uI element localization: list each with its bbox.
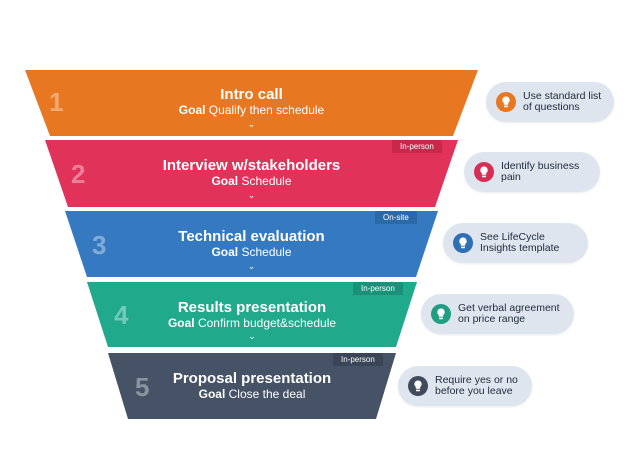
stage-2-goal: Goal Schedule xyxy=(45,174,458,188)
stage-4-goal-text: Confirm budget&schedule xyxy=(197,316,337,330)
stage-3-goal-text: Schedule xyxy=(241,245,292,259)
lightbulb-icon xyxy=(431,304,451,324)
tip-3-text: See LifeCycle Insights template xyxy=(480,231,560,254)
stage-1-chevron-down-icon[interactable]: ⌄ xyxy=(247,119,256,129)
stage-5-badge: In-person xyxy=(333,353,383,366)
lightbulb-icon xyxy=(408,376,428,396)
stage-1-goal: Goal Qualify then schedule xyxy=(25,103,478,117)
stage-2-badge: In-person xyxy=(392,140,442,153)
stage-1-number: 1 xyxy=(49,87,64,117)
stage-4-badge: In-person xyxy=(353,282,403,295)
stage-2-goal-label: Goal xyxy=(211,174,239,188)
tip-5-text: Require yes or no before you leave xyxy=(435,374,518,397)
stage-3-goal-label: Goal xyxy=(211,245,239,259)
stage-5-number: 5 xyxy=(135,372,150,402)
stage-2-goal-text: Schedule xyxy=(241,174,292,188)
stage-5-shape xyxy=(108,353,396,419)
tip-2[interactable]: Identify business pain xyxy=(464,152,600,192)
tip-3[interactable]: See LifeCycle Insights template xyxy=(443,223,588,263)
lightbulb-icon xyxy=(496,92,516,112)
funnel-stage-2: In-person 2 Interview w/stakeholders Goa… xyxy=(45,140,458,207)
stage-3-goal: Goal Schedule xyxy=(65,245,438,259)
tip-2-text: Identify business pain xyxy=(501,160,580,183)
stage-2-shape xyxy=(45,140,458,207)
stage-5-goal: Goal Close the deal xyxy=(108,387,396,401)
funnel-stage-5: In-person 5 Proposal presentation Goal C… xyxy=(108,353,396,419)
stage-4-shape xyxy=(87,282,417,347)
stage-3-number: 3 xyxy=(92,230,107,260)
stage-3-title: Technical evaluation xyxy=(178,228,325,245)
stage-1-title: Intro call xyxy=(220,86,283,103)
stage-2-title: Interview w/stakeholders xyxy=(162,157,341,174)
lightbulb-icon xyxy=(474,162,494,182)
funnel-stage-4: In-person 4 Results presentation Goal Co… xyxy=(87,282,417,347)
funnel-stage-3: On-site 3 Technical evaluation Goal Sche… xyxy=(65,211,438,277)
tip-4-text: Get verbal agreement on price range xyxy=(458,302,560,325)
stage-3-shape xyxy=(65,211,438,277)
stage-1-goal-text: Qualify then schedule xyxy=(208,103,325,117)
stage-5-goal-text: Close the deal xyxy=(228,387,306,401)
stage-2-number: 2 xyxy=(71,159,86,189)
stage-4-goal-label: Goal xyxy=(167,316,195,330)
stage-1-shape xyxy=(25,70,478,136)
stage-4-title: Results presentation xyxy=(177,299,327,316)
tip-5[interactable]: Require yes or no before you leave xyxy=(398,366,532,406)
stage-4-goal: Goal Confirm budget&schedule xyxy=(87,316,417,330)
stage-4-chevron-down-icon[interactable]: ⌄ xyxy=(248,331,256,341)
stage-3-chevron-down-icon[interactable]: ⌄ xyxy=(247,261,256,271)
stage-5-title: Proposal presentation xyxy=(172,370,332,387)
stage-2-chevron-down-icon[interactable]: ⌄ xyxy=(247,190,256,200)
stage-4-number: 4 xyxy=(114,300,129,330)
stage-1-goal-label: Goal xyxy=(178,103,206,117)
funnel-stage-1: 1 Intro call Goal Qualify then schedule … xyxy=(25,70,478,136)
tip-1[interactable]: Use standard list of questions xyxy=(486,82,614,122)
lightbulb-icon xyxy=(453,233,473,253)
stage-3-badge: On-site xyxy=(375,211,417,224)
tip-1-text: Use standard list of questions xyxy=(523,90,602,113)
tip-4[interactable]: Get verbal agreement on price range xyxy=(421,294,574,334)
stage-5-goal-label: Goal xyxy=(198,387,226,401)
